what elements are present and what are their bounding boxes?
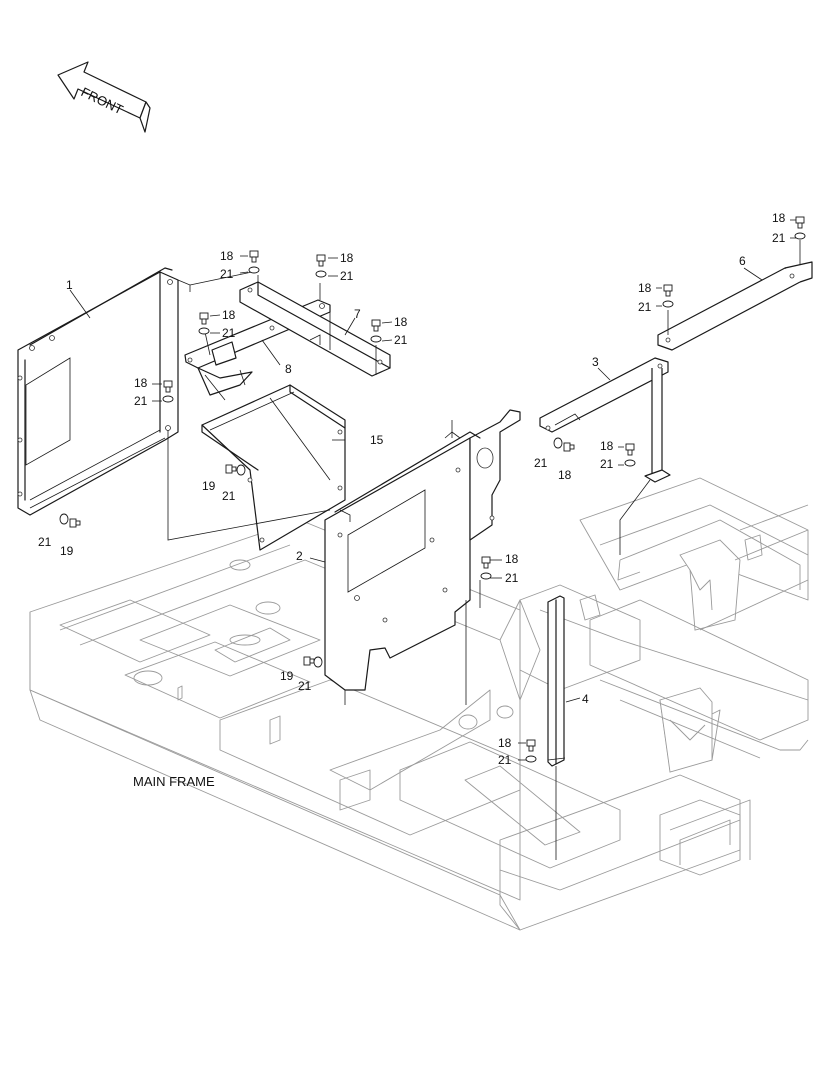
bolt-icon <box>249 250 259 263</box>
bolt-icon <box>795 216 805 229</box>
label-washer-21: 21 <box>772 231 786 245</box>
bolt-icon <box>625 443 635 456</box>
label-bolt-18: 18 <box>222 308 236 322</box>
label-washer-21: 21 <box>222 489 236 503</box>
label-part-15: 15 <box>370 433 384 447</box>
part-6-rail <box>657 261 813 351</box>
label-bolt-19: 19 <box>202 479 216 493</box>
washer-icon <box>624 459 636 467</box>
washer-icon <box>59 513 69 525</box>
bolt-icon <box>225 464 237 474</box>
washer-icon <box>525 755 537 763</box>
label-bolt-18: 18 <box>220 249 234 263</box>
part-1-side-panel <box>17 267 191 516</box>
washer-icon <box>248 266 260 274</box>
label-part-1: 1 <box>66 278 73 292</box>
label-bolt-18: 18 <box>505 552 519 566</box>
part-3-bracket <box>539 357 671 483</box>
part-2-center-panel <box>324 409 521 691</box>
label-bolt-19: 19 <box>280 669 294 683</box>
bolt-icon <box>526 739 536 752</box>
label-washer-21: 21 <box>498 753 512 767</box>
bolt-icon <box>199 312 209 325</box>
washer-icon <box>553 437 563 449</box>
part-15-cover <box>201 384 346 551</box>
label-part-4: 4 <box>582 692 589 706</box>
label-washer-21: 21 <box>220 267 234 281</box>
guide-lines <box>167 240 801 860</box>
washer-icon <box>236 464 246 476</box>
main-frame-label: MAIN FRAME <box>133 774 215 789</box>
label-bolt-18: 18 <box>638 281 652 295</box>
label-washer-21: 21 <box>134 394 148 408</box>
label-washer-21: 21 <box>394 333 408 347</box>
washer-icon <box>315 270 327 278</box>
main-frame <box>29 477 809 931</box>
labels: 1 2 3 4 6 7 8 15 18 21 18 21 18 21 18 21… <box>38 211 786 789</box>
washer-icon <box>198 327 210 335</box>
washer-icon <box>662 300 674 308</box>
washer-icon <box>794 232 806 240</box>
callout-leaders <box>69 219 796 761</box>
washer-icon <box>370 335 382 343</box>
label-part-6: 6 <box>739 254 746 268</box>
label-washer-21: 21 <box>638 300 652 314</box>
fasteners <box>59 216 806 763</box>
label-washer-21: 21 <box>505 571 519 585</box>
part-4-post <box>547 595 566 767</box>
bolt-icon <box>663 284 673 297</box>
label-washer-21: 21 <box>534 456 548 470</box>
label-part-8: 8 <box>285 362 292 376</box>
label-bolt-18: 18 <box>394 315 408 329</box>
label-washer-21: 21 <box>600 457 614 471</box>
bolt-icon <box>481 556 491 569</box>
label-washer-21: 21 <box>340 269 354 283</box>
label-bolt-18: 18 <box>600 439 614 453</box>
label-part-2: 2 <box>296 549 303 563</box>
front-arrow-icon: FRONT <box>57 61 151 133</box>
label-bolt-18: 18 <box>134 376 148 390</box>
bolt-icon <box>163 380 173 393</box>
label-washer-21: 21 <box>38 535 52 549</box>
label-washer-21: 21 <box>222 326 236 340</box>
bolt-icon <box>316 254 326 267</box>
label-bolt-18: 18 <box>340 251 354 265</box>
label-part-3: 3 <box>592 355 599 369</box>
label-bolt-18: 18 <box>772 211 786 225</box>
bolt-icon <box>563 442 575 452</box>
label-bolt-18: 18 <box>558 468 572 482</box>
washer-icon <box>162 395 174 403</box>
washer-icon <box>313 656 323 668</box>
bolt-icon <box>303 656 315 666</box>
label-part-7: 7 <box>354 307 361 321</box>
label-washer-21: 21 <box>298 679 312 693</box>
bolt-icon <box>371 319 381 332</box>
washer-icon <box>480 572 492 580</box>
bolt-icon <box>69 518 81 528</box>
label-bolt-18: 18 <box>498 736 512 750</box>
label-bolt-19: 19 <box>60 544 74 558</box>
